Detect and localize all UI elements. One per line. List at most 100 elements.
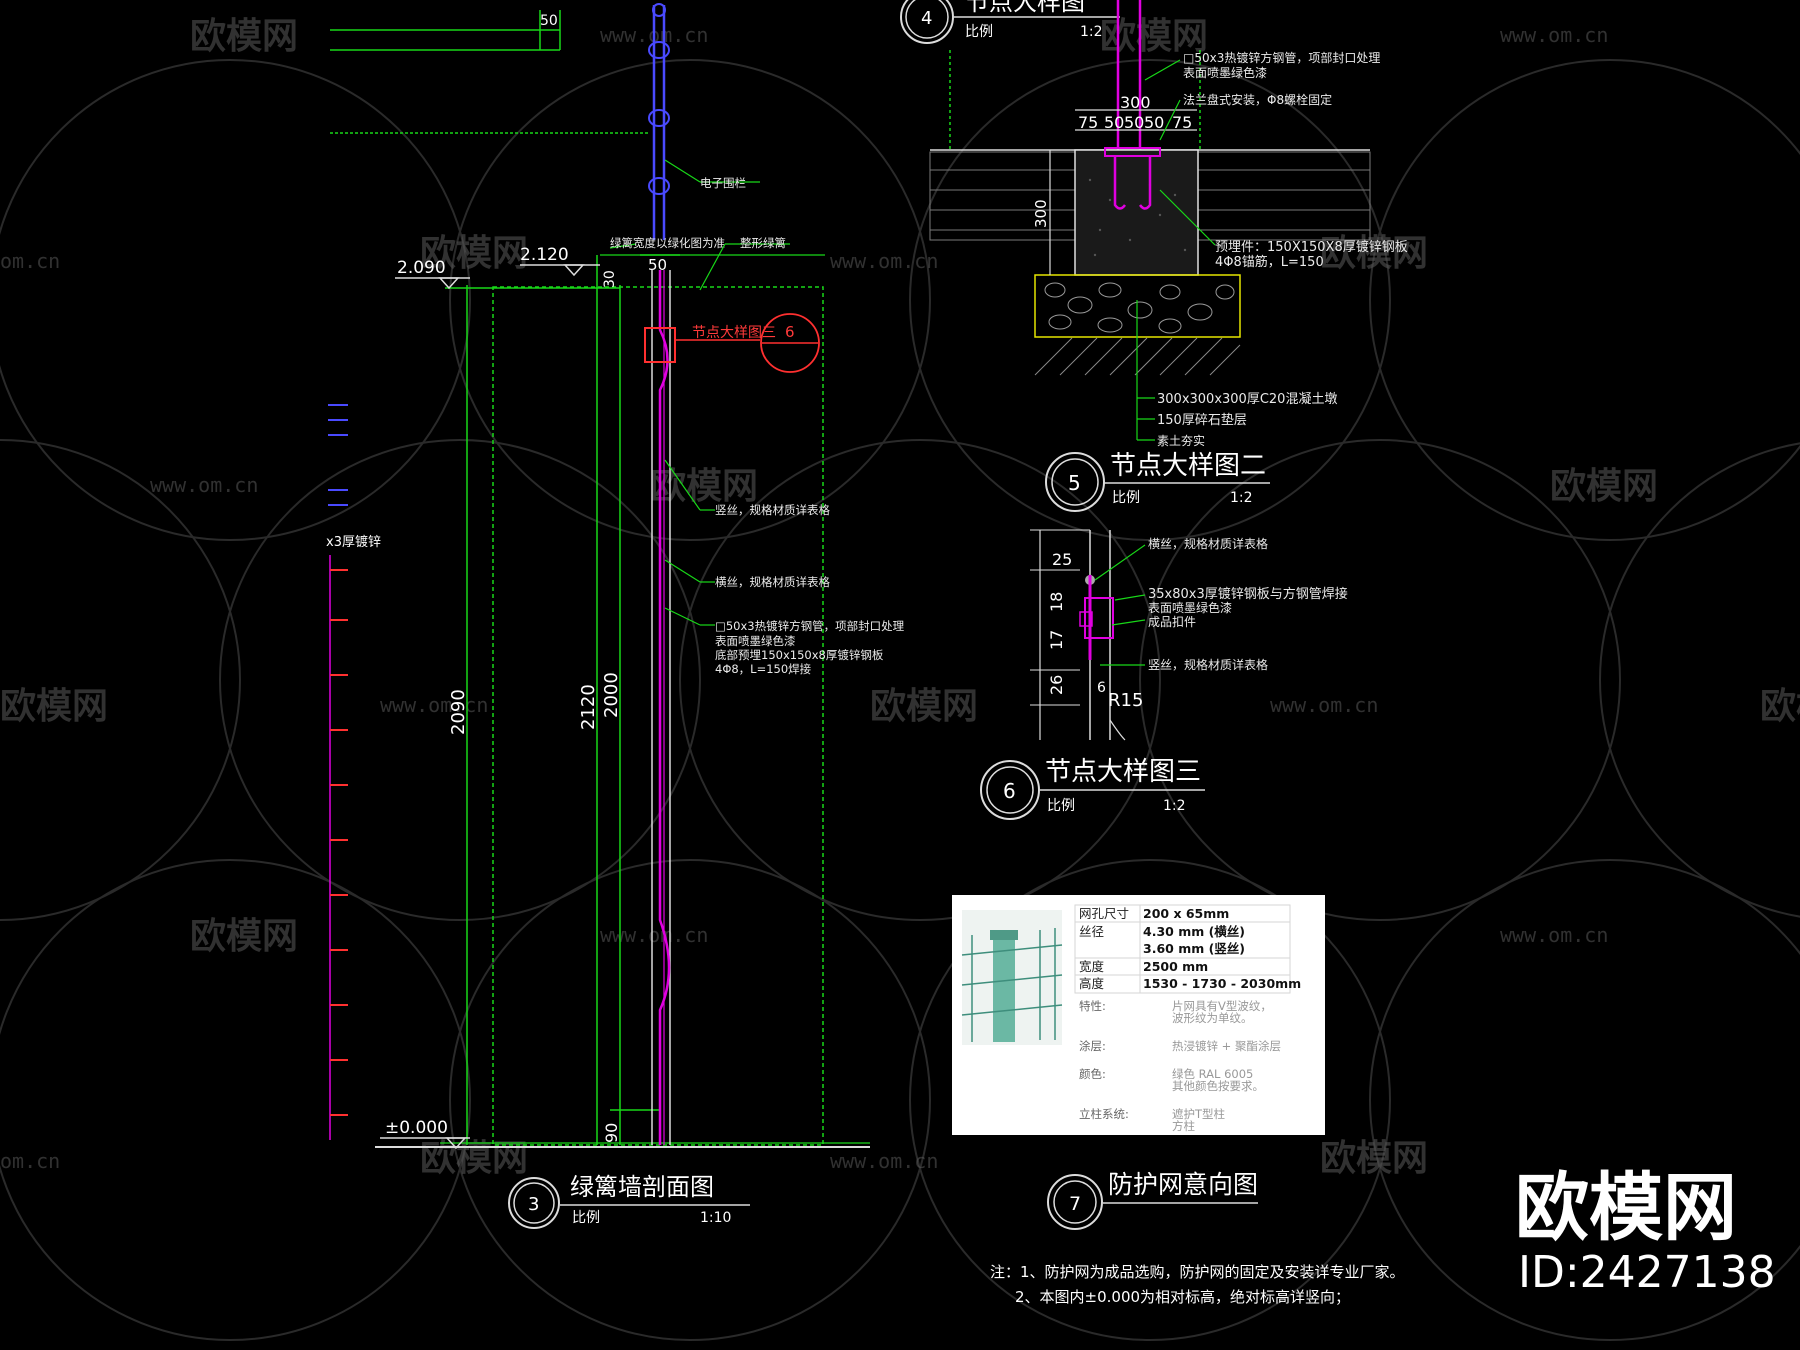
- fence-photo: [961, 910, 1063, 1045]
- spec-key-mesh: 网孔尺寸: [1079, 906, 1129, 921]
- dim-2120: 2120: [578, 684, 599, 730]
- svg-text:颜色:: 颜色:: [1079, 1067, 1106, 1081]
- spec-val-wire-v: 3.60 mm (竖丝): [1143, 941, 1245, 956]
- dim-2000: 2000: [601, 672, 622, 718]
- section-3-notes: 电子围栏 绿篱宽度以绿化图为准 整形绿篱 竖丝，规格材质详表格 横丝，规格材质详…: [609, 159, 905, 676]
- spec-val-width: 2500 mm: [1143, 959, 1208, 974]
- section-6-number: 6: [1003, 779, 1016, 803]
- section-4-scale-label: 比例: [965, 24, 993, 40]
- soil-hatch: [1034, 337, 1241, 376]
- spec-key-wire: 丝径: [1079, 924, 1104, 939]
- note-square-tube: □50x3热镀锌方钢管，项部封口处理: [715, 619, 905, 633]
- note-soil: 素土夯实: [1157, 433, 1205, 448]
- corner-brand-name: 欧模网: [1515, 1165, 1737, 1251]
- callout-circle: [760, 313, 820, 373]
- svg-text:特性:: 特性:: [1079, 999, 1106, 1013]
- section-6-clip-detail: 25 18 17 26 6 R15 横丝，规格材质详表格 35x80x3厚镀锌钢…: [980, 529, 1348, 820]
- spec-table: 网孔尺寸 200 x 65mm 丝径 4.30 mm (横丝) 3.60 mm …: [1074, 904, 1301, 994]
- svg-text:欧模网: 欧模网: [0, 686, 108, 727]
- watermark-arcs: [0, 59, 1800, 1341]
- dim-post-50: 50: [648, 256, 667, 274]
- note-anchor: 4Φ8，L=150焊接: [715, 662, 812, 676]
- dim-75b: 75: [1172, 113, 1192, 132]
- footnote-1: 注：1、防护网为成品选购，防护网的固定及安装详专业厂家。: [990, 1263, 1405, 1281]
- note-horizontal-wire-6: 横丝，规格材质详表格: [1148, 536, 1268, 551]
- dim-300-top: 300: [1120, 93, 1151, 112]
- dim-50a: 50: [1104, 113, 1124, 132]
- svg-text:涂层:: 涂层:: [1079, 1039, 1106, 1053]
- note-post-paint: 表面喷墨绿色漆: [1183, 65, 1267, 80]
- note-shaped-hedge: 整形绿篱: [740, 236, 786, 250]
- note-electric-fence: 电子围栏: [700, 176, 746, 190]
- section-5-title: 节点大样图二: [1110, 451, 1266, 481]
- svg-text:欧模网: 欧模网: [420, 233, 528, 274]
- svg-text:欧模网: 欧模网: [190, 916, 298, 957]
- section-5-scale-value: 1:2: [1230, 490, 1253, 506]
- svg-text:绿色 RAL 6005: 绿色 RAL 6005: [1172, 1067, 1253, 1081]
- svg-text:其他颜色按要求。: 其他颜色按要求。: [1172, 1079, 1264, 1093]
- section-4-number: 4: [921, 8, 932, 29]
- section-4-scale-value: 1:2: [1080, 24, 1103, 40]
- note-vertical-wire: 竖丝，规格材质详表格: [715, 503, 830, 517]
- dim-r15: R15: [1108, 690, 1143, 711]
- section-6-title: 节点大样图三: [1045, 757, 1201, 787]
- hedge-outline: [492, 286, 824, 1146]
- spec-val-wire-h: 4.30 mm (横丝): [1143, 924, 1245, 939]
- svg-text:www.om.cn: www.om.cn: [600, 923, 708, 947]
- section-3-scale-label: 比例: [572, 1210, 600, 1226]
- section-6-notes: 横丝，规格材质详表格 35x80x3厚镀锌钢板与方钢管焊接 表面喷墨绿色漆 成品…: [1148, 536, 1348, 672]
- spec-key-width: 宽度: [1079, 959, 1105, 974]
- svg-text:波形纹为单纹。: 波形纹为单纹。: [1172, 1011, 1253, 1025]
- svg-text:www.om.cn: www.om.cn: [830, 249, 938, 273]
- svg-text:欧模网: 欧模网: [1550, 466, 1658, 507]
- svg-text:www.om.cn: www.om.cn: [1500, 23, 1608, 47]
- section-3-hedge-wall: 50 x3厚镀锌: [326, 3, 905, 1229]
- svg-text:欧模网: 欧模网: [1760, 686, 1800, 727]
- callout-number: 6: [785, 323, 795, 341]
- note-vertical-wire-6: 竖丝，规格材质详表格: [1148, 657, 1268, 672]
- section-5-number: 5: [1068, 471, 1081, 495]
- section-6-scale-value: 1:2: [1163, 798, 1186, 814]
- dim-17: 17: [1047, 630, 1066, 650]
- dim-90: 90: [602, 1123, 621, 1143]
- dim-6: 6: [1097, 680, 1106, 696]
- svg-text:欧模网: 欧模网: [870, 686, 978, 727]
- note-post-tube: □50x3热镀锌方钢管，项部封口处理: [1183, 50, 1380, 65]
- note-base-plate: 底部预埋150x150x8厚镀锌钢板: [715, 648, 884, 662]
- left-note: x3厚镀锌: [326, 534, 381, 550]
- dim-2090: 2090: [448, 689, 469, 735]
- note-hedge-width: 绿篱宽度以绿化图为准: [610, 236, 725, 250]
- svg-text:www.om.cn: www.om.cn: [150, 473, 258, 497]
- elev-zero: ±0.000: [385, 1118, 448, 1138]
- section-5-scale-label: 比例: [1112, 490, 1140, 506]
- svg-text:www.om.cn: www.om.cn: [830, 1149, 938, 1173]
- dim-300-vert: 300: [1032, 199, 1050, 228]
- svg-text:www.om.cn: www.om.cn: [380, 693, 488, 717]
- svg-text:欧模网: 欧模网: [190, 16, 298, 57]
- note-anchor-bars: 4Φ8锚筋，L=150: [1215, 254, 1324, 270]
- left-tick-marks: [330, 569, 348, 1116]
- dim-18: 18: [1047, 592, 1066, 612]
- corner-brand-id: ID:2427138: [1518, 1247, 1776, 1298]
- elev-2090: 2.090: [397, 258, 446, 278]
- gravel-stones: [1044, 282, 1235, 334]
- dim-50c: 50: [1144, 113, 1164, 132]
- callout-label: 节点大样图三: [692, 325, 776, 341]
- svg-text:方柱: 方柱: [1172, 1119, 1195, 1133]
- note-horizontal-wire: 横丝，规格材质详表格: [715, 575, 830, 589]
- note-concrete-pier: 300x300x300厚C20混凝土墩: [1157, 391, 1337, 407]
- note-paint-6: 表面喷墨绿色漆: [1148, 600, 1232, 615]
- fence-wire-profile: [658, 270, 671, 1145]
- svg-text:om.cn: om.cn: [0, 249, 60, 273]
- svg-text:立柱系统:: 立柱系统:: [1079, 1107, 1129, 1121]
- dim-top-50: 50: [540, 13, 558, 29]
- corner-brand: 欧模网 ID:2427138: [1515, 1165, 1776, 1298]
- footnotes: 注：1、防护网为成品选购，防护网的固定及安装详专业厂家。 2、本图内±0.000…: [990, 1263, 1405, 1306]
- note-steel-plate: 35x80x3厚镀锌钢板与方钢管焊接: [1148, 586, 1348, 602]
- dim-75a: 75: [1078, 113, 1098, 132]
- section-7-number: 7: [1069, 1193, 1081, 1215]
- spec-val-height: 1530 - 1730 - 2030mm: [1143, 976, 1301, 991]
- watermark-logo: 欧模网 欧模网 欧模网 欧模网 欧模网 欧模网 欧模网 欧模网 欧模网 欧模网 …: [0, 16, 1800, 1179]
- note-paint: 表面喷墨绿色漆: [715, 634, 796, 648]
